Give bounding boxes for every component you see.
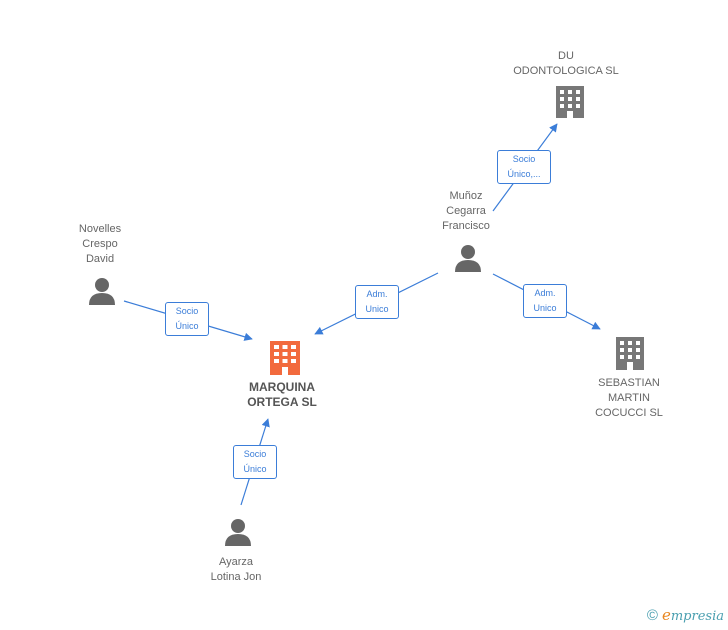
person-icon[interactable] [455,245,481,272]
footer-brand: © empresia [647,606,724,624]
node-label-marquina[interactable]: MARQUINA ORTEGA SL [247,380,317,409]
copyright-icon: © [646,606,658,624]
node-label-novelles[interactable]: Novelles Crespo David [78,223,122,265]
building-icon[interactable] [270,341,300,375]
edge-label-munoz-du: Socio Único,... [497,150,551,184]
brand-logo: empresia [662,606,724,624]
person-icon[interactable] [225,519,251,546]
node-label-sebastian[interactable]: SEBASTIAN MARTIN COCUCCI SL [595,377,663,419]
person-icon[interactable] [89,278,115,305]
building-icon[interactable] [556,86,584,118]
edge-label-ayarza-marquina: Socio Único [233,445,277,479]
edge-label-novelles-marquina: Socio Único [165,302,209,336]
node-label-munoz[interactable]: Muñoz Cegarra Francisco [442,190,490,232]
edge-label-munoz-marquina: Adm. Unico [355,285,399,319]
brand-rest: mpresia [670,609,724,624]
node-label-ayarza[interactable]: Ayarza Lotina Jon [210,556,262,583]
node-label-du-odontologica[interactable]: DU ODONTOLOGICA SL [513,50,619,77]
brand-first-letter: e [661,606,671,624]
building-icon[interactable] [616,337,644,370]
edge-label-munoz-sebastian: Adm. Unico [523,284,567,318]
